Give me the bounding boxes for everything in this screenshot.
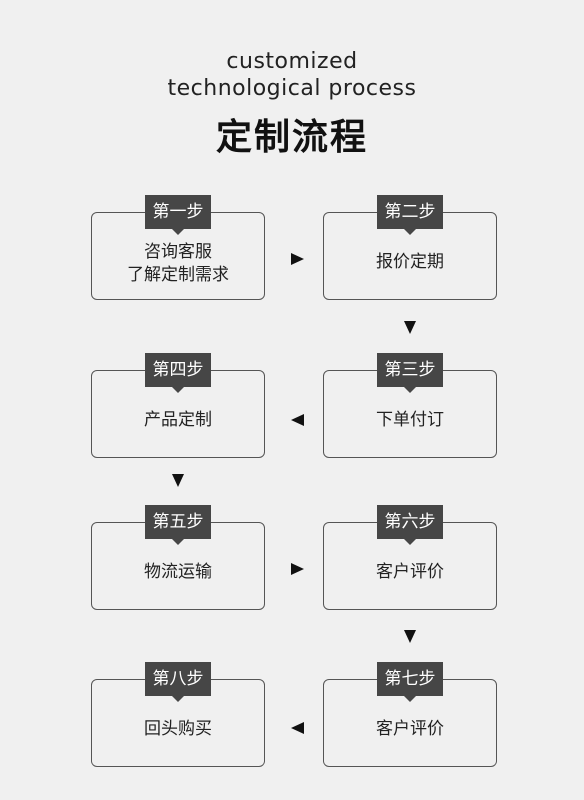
step-7-text: 客户评价 — [376, 719, 444, 739]
arrow-left-icon — [291, 722, 304, 734]
arrow-right-icon — [291, 253, 304, 265]
title-english-line2: technological process — [167, 76, 417, 101]
step-8-tag: 第八步 — [145, 662, 211, 702]
step-7-tag: 第七步 — [377, 662, 443, 702]
step-6-text: 客户评价 — [376, 562, 444, 582]
step-3-tag: 第三步 — [377, 353, 443, 393]
step-8-text: 回头购买 — [144, 719, 212, 739]
step-1-text: 咨询客服 了解定制需求 — [92, 241, 264, 287]
step-3-text: 下单付订 — [376, 410, 444, 430]
title-chinese: 定制流程 — [215, 117, 368, 158]
arrow-right-icon — [291, 563, 304, 575]
step-1-tag: 第一步 — [145, 195, 211, 235]
step-5-text: 物流运输 — [144, 562, 212, 582]
arrow-down-icon — [404, 630, 416, 643]
step-1-line2: 了解定制需求 — [127, 265, 229, 285]
step-1-line1: 咨询客服 — [144, 242, 212, 262]
arrow-left-icon — [291, 414, 304, 426]
step-4-tag: 第四步 — [145, 353, 211, 393]
step-5-tag: 第五步 — [145, 505, 211, 545]
step-6-tag: 第六步 — [377, 505, 443, 545]
step-2-text: 报价定期 — [376, 252, 444, 272]
arrow-down-icon — [172, 474, 184, 487]
step-4-text: 产品定制 — [144, 410, 212, 430]
arrow-down-icon — [404, 321, 416, 334]
step-2-tag: 第二步 — [377, 195, 443, 235]
title-english-line1: customized — [226, 49, 358, 74]
